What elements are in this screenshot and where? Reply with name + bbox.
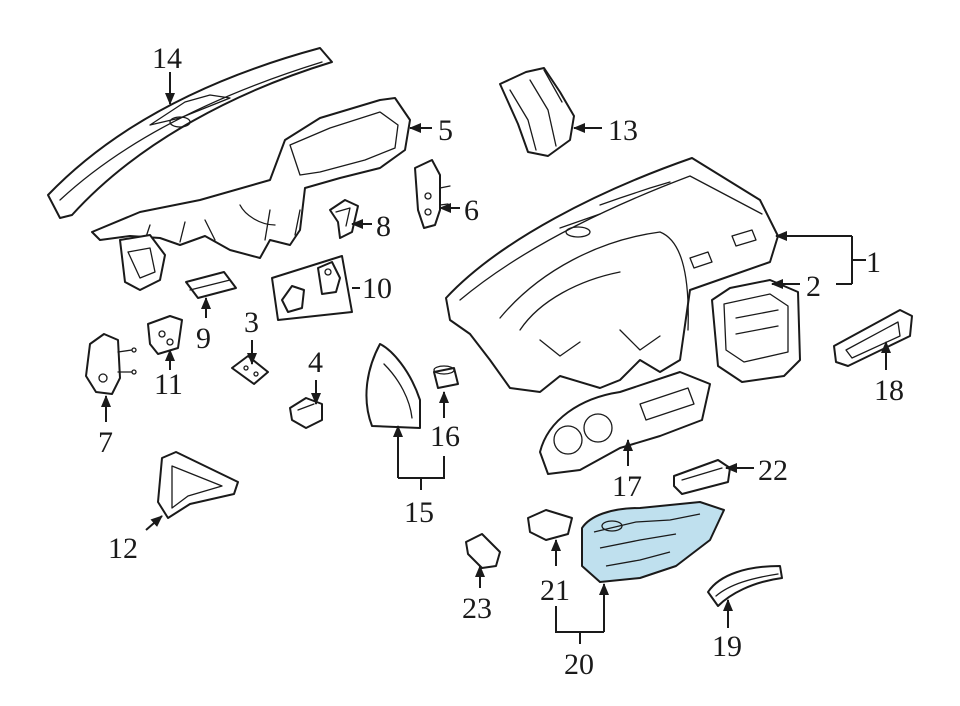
callout-13: 13 bbox=[608, 114, 638, 147]
callout-22: 22 bbox=[758, 454, 788, 487]
callout-3: 3 bbox=[244, 306, 259, 339]
callout-19: 19 bbox=[712, 630, 742, 663]
callout-20: 20 bbox=[564, 648, 594, 681]
callout-7: 7 bbox=[98, 426, 113, 459]
callout-16: 16 bbox=[430, 420, 460, 453]
part-5-cross-car-beam bbox=[91, 97, 411, 291]
part-16-cap bbox=[433, 365, 459, 389]
part-6-bracket bbox=[414, 159, 451, 229]
part-9-bracket bbox=[185, 271, 237, 299]
leader-12 bbox=[145, 515, 163, 531]
callout-14: 14 bbox=[152, 42, 182, 75]
callout-23: 23 bbox=[462, 592, 492, 625]
callout-18: 18 bbox=[874, 374, 904, 407]
part-10-clip-set bbox=[271, 255, 353, 321]
callout-11: 11 bbox=[154, 368, 183, 401]
part-11-bracket bbox=[147, 315, 183, 355]
callout-5: 5 bbox=[438, 114, 453, 147]
callout-12: 12 bbox=[108, 532, 138, 565]
part-8-bracket bbox=[329, 199, 359, 239]
leader-lines bbox=[101, 72, 891, 644]
callout-15: 15 bbox=[404, 496, 434, 529]
leader-15-bracket bbox=[398, 456, 445, 479]
callout-8: 8 bbox=[376, 210, 391, 243]
callout-10: 10 bbox=[362, 272, 392, 305]
part-22-trim-strip bbox=[673, 459, 731, 495]
part-20-lower-panel-highlighted bbox=[581, 501, 725, 583]
part-4-clip bbox=[289, 397, 323, 429]
callout-4: 4 bbox=[308, 346, 323, 379]
leader-20-bracket bbox=[555, 606, 604, 633]
part-2-center-vent-housing bbox=[711, 279, 801, 383]
part-13-air-duct bbox=[499, 67, 575, 157]
callout-labels: 14 5 13 6 8 1 10 2 3 9 4 11 18 16 7 22 1… bbox=[98, 42, 904, 681]
part-21-bracket bbox=[527, 509, 573, 541]
part-12-lower-bracket bbox=[157, 451, 239, 519]
callout-21: 21 bbox=[540, 574, 570, 607]
part-19-trim-panel bbox=[707, 565, 783, 607]
part-18-trim-panel bbox=[833, 309, 913, 367]
part-14-upper-trim-panel bbox=[47, 47, 333, 219]
part-17-cluster-bezel bbox=[539, 371, 711, 475]
part-23-clip bbox=[465, 533, 501, 569]
part-3-bracket bbox=[231, 355, 269, 385]
callout-9: 9 bbox=[196, 322, 211, 355]
part-1-instrument-panel bbox=[445, 157, 779, 393]
callout-17: 17 bbox=[612, 470, 642, 503]
callout-6: 6 bbox=[464, 194, 479, 227]
callout-1: 1 bbox=[866, 246, 881, 279]
callout-2: 2 bbox=[806, 270, 821, 303]
part-15-side-cover bbox=[365, 343, 421, 429]
part-7-side-bracket bbox=[85, 333, 137, 395]
